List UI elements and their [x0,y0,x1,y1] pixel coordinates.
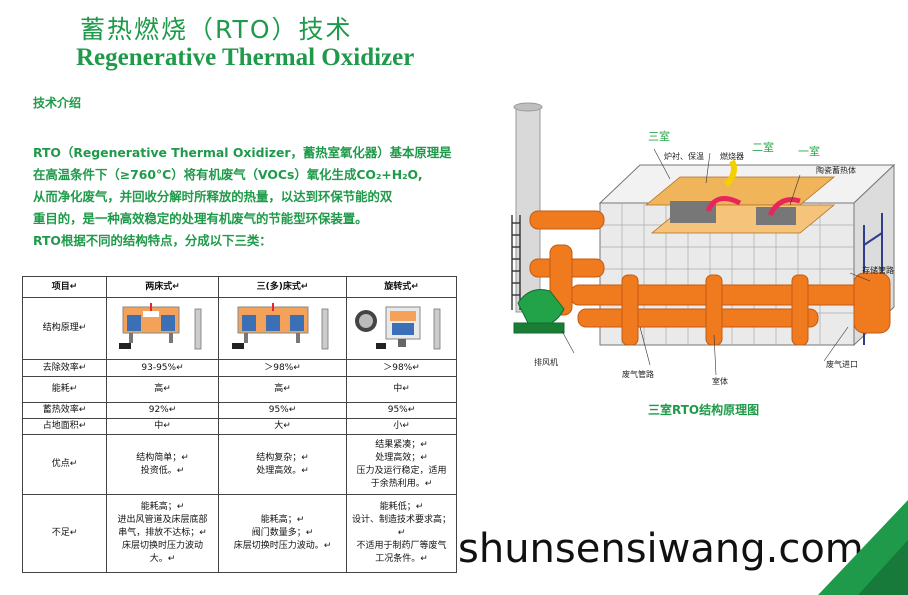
cell-line: 不适用于制药厂等废气 [356,541,447,551]
table-row: 不足↵ 能耗高；↵ 进出风管道及床层底部 串气，排放不达标；↵ 床层切换时压力波… [22,494,457,573]
table-cell: 高↵ [106,376,219,403]
cell-line: 处理高效；↵ [375,452,428,463]
row-label: 结构原理↵ [22,297,107,360]
intro-text: RTO（Regenerative Thermal Oxidizer，蓄热室氧化器… [33,142,463,252]
cell-line: 设计、制造技术要求高；↵ [351,515,451,538]
header-cell: 旋转式↵ [346,276,457,298]
burner-block [670,201,716,223]
table-cell: 高↵ [218,376,347,403]
label-room2: 二室 [752,140,774,154]
label-burner: 燃烧器 [720,151,744,161]
label-store-pipe: 存储管路 [862,265,894,275]
row-label: 不足↵ [22,494,107,573]
cell-line: 结构复杂；↵ [256,452,309,463]
table-cell: 中↵ [346,376,457,403]
table-cell: 能耗低；↵ 设计、制造技术要求高；↵ 不适用于制药厂等废气 工况条件。↵ [346,494,457,573]
table-cell: 结果紧凑；↵ 处理高效；↵ 压力及运行稳定，适用 于余热利用。↵ [346,434,457,495]
cell-line: 阀门数量多；↵ [251,528,314,538]
label-chamber: 室体 [712,376,728,386]
label-room1: 一室 [798,144,820,158]
intro-line: 在高温条件下（≥760°C）将有机废气（VOCs）氧化生成CO₂+H₂O, [33,167,423,182]
label-inlet: 废气进口 [826,359,858,369]
exhaust-fan [513,289,565,334]
label-ceramic: 陶瓷蓄热体 [816,165,856,175]
table-cell: 92%↵ [106,402,219,419]
table-cell: 95%↵ [346,402,457,419]
comparison-table: 项目↵ 两床式↵ 三(多)床式↵ 旋转式↵ 结构原理↵ [22,276,457,573]
label-room3: 三室 [648,129,670,143]
row-label: 蓄热效率↵ [22,402,107,419]
table-row: 优点↵ 结构简单；↵ 投资低。↵ 结构复杂；↵ 处理高效。↵ 结果紧凑；↵ 处理… [22,434,457,495]
three-bed-schematic [218,297,347,360]
ladder [511,215,521,310]
intro-line: 重目的，是一种高效稳定的处理有机废气的节能型环保装置。 [33,211,368,226]
table-cell: 中↵ [106,418,219,435]
cell-line: 进出风管道及床层底部 [117,515,208,525]
table-cell: 大↵ [218,418,347,435]
intro-line: 从而净化废气，并回收分解时所释放的热量，以达到环保节能的双 [33,189,393,204]
label-lining: 炉衬、保温 [664,151,704,161]
table-row: 占地面积↵ 中↵ 大↵ 小↵ [22,418,457,435]
page-title-en: Regenerative Thermal Oxidizer [76,44,415,71]
table-cell: 结构复杂；↵ 处理高效。↵ [218,434,347,495]
table-cell: 能耗高；↵ 阀门数量多；↵ 床层切换时压力波动。↵ [218,494,347,573]
cell-line: 结果紧凑；↵ [375,439,428,450]
cell-line: 能耗低；↵ [379,502,424,512]
pipes [529,210,891,346]
flame-arrow [723,159,737,188]
row-label: 优点↵ [22,434,107,495]
table-row: 蓄热效率↵ 92%↵ 95%↵ 95%↵ [22,402,457,419]
table-cell: ＞98%↵ [218,359,347,377]
diagram-caption: 三室RTO结构原理图 [648,403,760,417]
table-cell: 结构简单；↵ 投资低。↵ [106,434,219,495]
rto-diagram: 三室 二室 一室 炉衬、保温 燃烧器 陶瓷蓄热体 存储管路 排风机 废气管路 室… [511,102,896,386]
two-bed-schematic [106,297,219,360]
table-row: 结构原理↵ [22,297,457,360]
table-header-row: 项目↵ 两床式↵ 三(多)床式↵ 旋转式↵ [22,276,457,298]
cell-line: 投资低。↵ [140,465,185,476]
rotary-schematic [346,297,457,360]
section-title: 技术介绍 [33,96,82,110]
row-label: 去除效率↵ [22,359,107,377]
table-row: 能耗↵ 高↵ 高↵ 中↵ [22,376,457,403]
cell-line: 结构简单；↵ [136,452,189,463]
cell-line: 于余热利用。↵ [370,478,433,489]
label-waste-pipe: 废气管路 [622,369,654,379]
cell-line: 床层切换时压力波动。↵ [233,541,332,551]
table-cell: 95%↵ [218,402,347,419]
row-label: 能耗↵ [22,376,107,403]
cell-line: 床层切换时压力波动 [121,541,203,551]
watermark-text: shunsensiwang.com [458,526,864,572]
corner-decoration [818,500,908,595]
page-title-cn: 蓄热燃烧（RTO）技术 [80,15,353,44]
cell-line: 压力及运行稳定，适用 [356,465,447,476]
cell-line: 能耗高；↵ [260,515,305,525]
table-cell: 93-95%↵ [106,359,219,377]
header-cell: 两床式↵ [106,276,219,298]
header-cell: 项目↵ [22,276,107,298]
intro-line: RTO（Regenerative Thermal Oxidizer，蓄热室氧化器… [33,145,452,160]
cell-line: 工况条件。↵ [375,554,428,564]
cell-line: 串气，排放不达标；↵ [118,528,207,538]
table-cell: 小↵ [346,418,457,435]
cell-line: 大。↵ [149,554,176,564]
table-cell: ＞98%↵ [346,359,457,377]
row-label: 占地面积↵ [22,418,107,435]
table-cell: 能耗高；↵ 进出风管道及床层底部 串气，排放不达标；↵ 床层切换时压力波动 大。… [106,494,219,573]
label-fan: 排风机 [534,357,558,367]
table-row: 去除效率↵ 93-95%↵ ＞98%↵ ＞98%↵ [22,359,457,377]
cell-line: 能耗高；↵ [140,502,185,512]
intro-line: RTO根据不同的结构特点，分成以下三类： [33,233,272,248]
header-cell: 三(多)床式↵ [218,276,347,298]
cell-line: 处理高效。↵ [256,465,309,476]
